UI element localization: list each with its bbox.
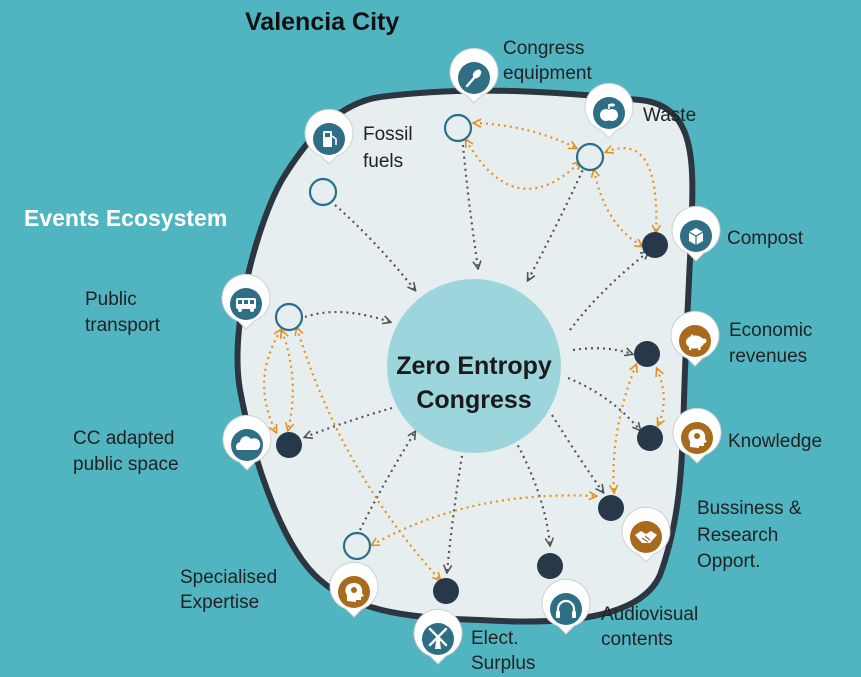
label-specialised-expertise-2: Expertise — [180, 592, 259, 613]
label-business-2: Research — [697, 525, 778, 546]
node-public-transport — [274, 302, 304, 332]
piggy-bank-icon — [670, 310, 720, 367]
label-elect-surplus-1: Elect. — [471, 628, 519, 649]
label-elect-surplus-2: Surplus — [471, 653, 535, 674]
head-gear-icon — [329, 561, 379, 618]
arrow-revenues-business — [613, 365, 636, 492]
center-circle — [387, 279, 561, 453]
page-title: Valencia City — [245, 8, 399, 36]
label-knowledge: Knowledge — [728, 431, 822, 452]
label-fossil-fuels-1: Fossil — [363, 124, 413, 145]
node-business — [598, 495, 624, 521]
label-public-transport-2: transport — [85, 315, 161, 336]
spoon-icon — [449, 47, 499, 104]
arrow-center-to-revenues — [572, 347, 632, 354]
box-icon — [671, 205, 721, 262]
arrow-center-to-audiovisual — [514, 439, 550, 545]
orange-flow-arrows — [263, 123, 664, 580]
center-label-line1: Zero Entropy — [396, 352, 552, 380]
node-congress-equipment — [443, 113, 473, 143]
label-congress-equipment-2: equipment — [503, 63, 592, 84]
head-gear-icon — [672, 407, 722, 464]
label-audiovisual-2: contents — [601, 629, 673, 650]
node-waste — [575, 142, 605, 172]
label-business-1: Bussiness & — [697, 498, 802, 519]
node-compost — [642, 232, 668, 258]
arrow-waste-compost-top — [606, 148, 656, 232]
arrow-equipment-waste-top — [474, 123, 576, 148]
label-congress-equipment-1: Congress — [503, 38, 584, 59]
label-waste: Waste — [643, 105, 696, 126]
handshake-icon — [621, 506, 671, 563]
arrow-transport-surplus — [297, 328, 440, 580]
arrow-waste-to-center — [528, 164, 587, 280]
label-cc-public-space-1: CC adapted — [73, 428, 174, 449]
arrow-revenues-knowledge — [657, 369, 664, 425]
arrow-center-to-business — [551, 414, 603, 492]
center-label-line2: Congress — [416, 386, 531, 414]
node-cc-public-space — [276, 432, 302, 458]
arrow-equipment-to-center — [461, 144, 478, 268]
ecosystem-label: Events Ecosystem — [24, 205, 227, 231]
arrow-waste-compost-bottom — [594, 170, 642, 246]
node-economic-revenues — [634, 341, 660, 367]
label-fossil-fuels-2: fuels — [363, 151, 403, 172]
label-public-transport-1: Public — [85, 289, 137, 310]
arrow-equipment-waste-bottom — [466, 140, 580, 190]
node-elect-surplus — [433, 578, 459, 604]
apple-icon — [584, 82, 634, 139]
arrow-transport-publicspace-left — [263, 330, 281, 432]
node-fossil-fuels — [308, 177, 338, 207]
label-economic-revenues-1: Economic — [729, 320, 812, 341]
node-audiovisual — [537, 553, 563, 579]
fuel-pump-icon — [304, 108, 354, 165]
arrow-transport-to-center — [304, 310, 390, 322]
windmill-icon — [413, 608, 463, 665]
arrow-fuel-to-center — [334, 204, 415, 290]
headphones-icon — [541, 578, 591, 635]
label-business-3: Opport. — [697, 551, 760, 572]
label-audiovisual-1: Audiovisual — [601, 604, 698, 625]
arrow-center-to-compost — [569, 252, 648, 331]
label-compost: Compost — [727, 228, 804, 249]
label-specialised-expertise-1: Specialised — [180, 567, 277, 588]
node-specialised-expertise — [342, 531, 372, 561]
gray-flow-arrows — [304, 144, 648, 572]
bus-icon — [221, 273, 271, 330]
label-cc-public-space-2: public space — [73, 454, 179, 475]
label-economic-revenues-2: revenues — [729, 346, 807, 367]
cloud-icon — [222, 414, 272, 471]
node-knowledge — [637, 425, 663, 451]
